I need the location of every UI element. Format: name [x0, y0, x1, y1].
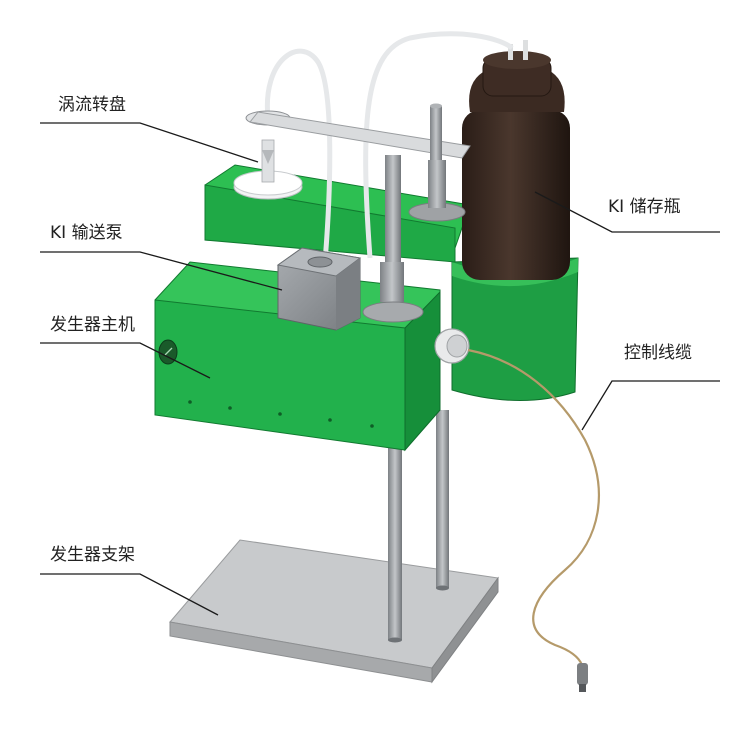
svg-text:发生器主机: 发生器主机 — [50, 315, 135, 335]
svg-text:控制线缆: 控制线缆 — [624, 343, 692, 363]
ki-bottle-shape — [462, 40, 570, 280]
label-generator-stand: 发生器支架 — [40, 545, 219, 616]
svg-text:发生器支架: 发生器支架 — [50, 545, 135, 565]
label-ki-bottle: KI 储存瓶 — [534, 191, 720, 233]
tube-right — [363, 31, 514, 259]
top-posts — [362, 103, 466, 323]
cable-plug — [577, 663, 588, 692]
svg-text:KI 输送泵: KI 输送泵 — [50, 223, 123, 243]
label-control-cable: 控制线缆 — [581, 343, 720, 431]
tube-left — [264, 48, 333, 263]
label-vortex-disk: 涡流转盘 — [40, 95, 259, 163]
control-cable — [467, 348, 600, 666]
cable-connector — [434, 328, 470, 364]
support-arm — [249, 111, 471, 159]
svg-text:涡流转盘: 涡流转盘 — [58, 95, 126, 115]
ki-pump-shape — [276, 247, 362, 331]
label-generator-main: 发生器主机 — [40, 315, 211, 379]
svg-text:KI 储存瓶: KI 储存瓶 — [608, 197, 681, 217]
label-ki-pump: KI 输送泵 — [40, 223, 283, 291]
stand-base — [169, 539, 499, 684]
vortex-disk-shape — [233, 110, 303, 200]
stand-rods — [388, 410, 449, 643]
